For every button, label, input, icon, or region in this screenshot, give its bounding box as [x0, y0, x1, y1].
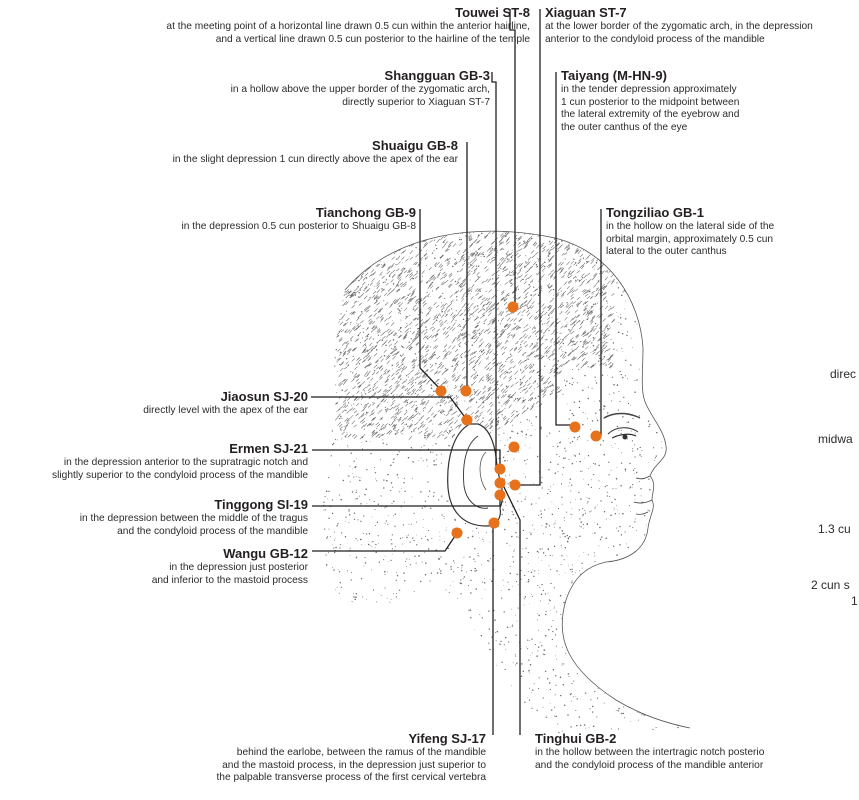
- acupoint-jiaosun: [462, 415, 473, 426]
- acupoint-shangguan: [509, 442, 520, 453]
- point-desc: in the slight depression 1 cun directly …: [173, 154, 458, 167]
- point-name: Ermen SJ-21: [52, 440, 308, 457]
- point-desc: and a vertical line drawn 0.5 cun poster…: [166, 34, 530, 47]
- ear: [448, 424, 503, 526]
- cropped-text: 1.3 cu: [818, 522, 851, 536]
- point-desc: directly superior to Xiaguan ST-7: [231, 97, 490, 110]
- point-desc: and the condyloid process of the mandibl…: [80, 526, 308, 539]
- acupoint-tinggong: [495, 490, 506, 501]
- point-desc: and the mastoid process, in the depressi…: [216, 760, 486, 773]
- point-desc: 1 cun posterior to the midpoint between: [561, 97, 739, 110]
- acupoint-xiaguan: [510, 480, 521, 491]
- point-desc: the outer canthus of the eye: [561, 122, 739, 135]
- point-desc: in the hollow between the intertragic no…: [535, 747, 764, 760]
- label-tinggong: Tinggong SI-19 in the depression between…: [80, 496, 308, 538]
- eye: [604, 414, 640, 440]
- point-desc: at the meeting point of a horizontal lin…: [166, 21, 530, 34]
- point-desc: anterior to the condyloid process of the…: [545, 34, 813, 47]
- cropped-text: direc: [830, 367, 856, 381]
- point-desc: directly level with the apex of the ear: [143, 405, 308, 418]
- label-xiaguan: Xiaguan ST-7 at the lower border of the …: [545, 4, 813, 46]
- point-desc: and inferior to the mastoid process: [152, 575, 308, 588]
- acupoint-tongziliao: [591, 431, 602, 442]
- point-name: Taiyang (M-HN-9): [561, 67, 739, 84]
- point-desc: and the condyloid process of the mandibl…: [535, 760, 764, 773]
- nose-and-mouth: [634, 476, 652, 514]
- point-desc: behind the earlobe, between the ramus of…: [216, 747, 486, 760]
- label-tinghui: Tinghui GB-2 in the hollow between the i…: [535, 730, 764, 772]
- point-desc: the palpable transverse process of the f…: [216, 772, 486, 785]
- label-jiaosun: Jiaosun SJ-20 directly level with the ap…: [143, 388, 308, 418]
- label-ermen: Ermen SJ-21 in the depression anterior t…: [52, 440, 308, 482]
- point-desc: lateral to the outer canthus: [606, 246, 774, 259]
- point-name: Jiaosun SJ-20: [143, 388, 308, 405]
- label-tianchong: Tianchong GB-9 in the depression 0.5 cun…: [182, 204, 416, 234]
- label-shuaigu: Shuaigu GB-8 in the slight depression 1 …: [173, 137, 458, 167]
- label-yifeng: Yifeng SJ-17 behind the earlobe, between…: [216, 730, 486, 785]
- label-touwei: Touwei ST-8 at the meeting point of a ho…: [166, 4, 530, 46]
- point-desc: in the depression anterior to the suprat…: [52, 457, 308, 470]
- acupoint-shuaigu: [461, 386, 472, 397]
- point-desc: orbital margin, approximately 0.5 cun: [606, 234, 774, 247]
- point-name: Shuaigu GB-8: [173, 137, 458, 154]
- point-desc: the lateral extremity of the eyebrow and: [561, 109, 739, 122]
- point-desc: in the tender depression approximately: [561, 84, 739, 97]
- acupoint-touwei: [508, 302, 519, 313]
- point-desc: slightly superior to the condyloid proce…: [52, 470, 308, 483]
- point-desc: in the depression between the middle of …: [80, 513, 308, 526]
- acupoint-tinghui: [495, 478, 506, 489]
- label-shangguan: Shangguan GB-3 in a hollow above the upp…: [231, 67, 490, 109]
- acupoint-taiyang: [570, 422, 581, 433]
- point-desc: in a hollow above the upper border of th…: [231, 84, 490, 97]
- acupoint-wangu: [452, 528, 463, 539]
- label-wangu: Wangu GB-12 in the depression just poste…: [152, 545, 308, 587]
- point-name: Shangguan GB-3: [231, 67, 490, 84]
- leader-line-xiaguan: [516, 9, 540, 485]
- point-desc: in the depression 0.5 cun posterior to S…: [182, 221, 416, 234]
- point-name: Tongziliao GB-1: [606, 204, 774, 221]
- acupoint-ermen: [495, 464, 506, 475]
- hair-region: [335, 227, 615, 440]
- label-tongziliao: Tongziliao GB-1 in the hollow on the lat…: [606, 204, 774, 259]
- point-name: Tinggong SI-19: [80, 496, 308, 513]
- acupoint-yifeng: [489, 518, 500, 529]
- point-desc: at the lower border of the zygomatic arc…: [545, 21, 813, 34]
- point-name: Yifeng SJ-17: [216, 730, 486, 747]
- leader-line-jiaosun: [311, 397, 467, 420]
- point-name: Tinghui GB-2: [535, 730, 764, 747]
- point-desc: in the hollow on the lateral side of the: [606, 221, 774, 234]
- cropped-text: midwa: [818, 432, 853, 446]
- leader-line-tinghui: [502, 483, 520, 735]
- label-taiyang: Taiyang (M-HN-9) in the tender depressio…: [561, 67, 739, 134]
- point-desc: in the depression just posterior: [152, 562, 308, 575]
- point-name: Touwei ST-8: [166, 4, 530, 21]
- acupoint-tianchong: [436, 386, 447, 397]
- cropped-text: 2 cun s: [811, 578, 850, 592]
- point-name: Wangu GB-12: [152, 545, 308, 562]
- cropped-text: 1: [851, 594, 858, 608]
- leader-line-shangguan: [492, 72, 500, 470]
- point-name: Tianchong GB-9: [182, 204, 416, 221]
- point-name: Xiaguan ST-7: [545, 4, 813, 21]
